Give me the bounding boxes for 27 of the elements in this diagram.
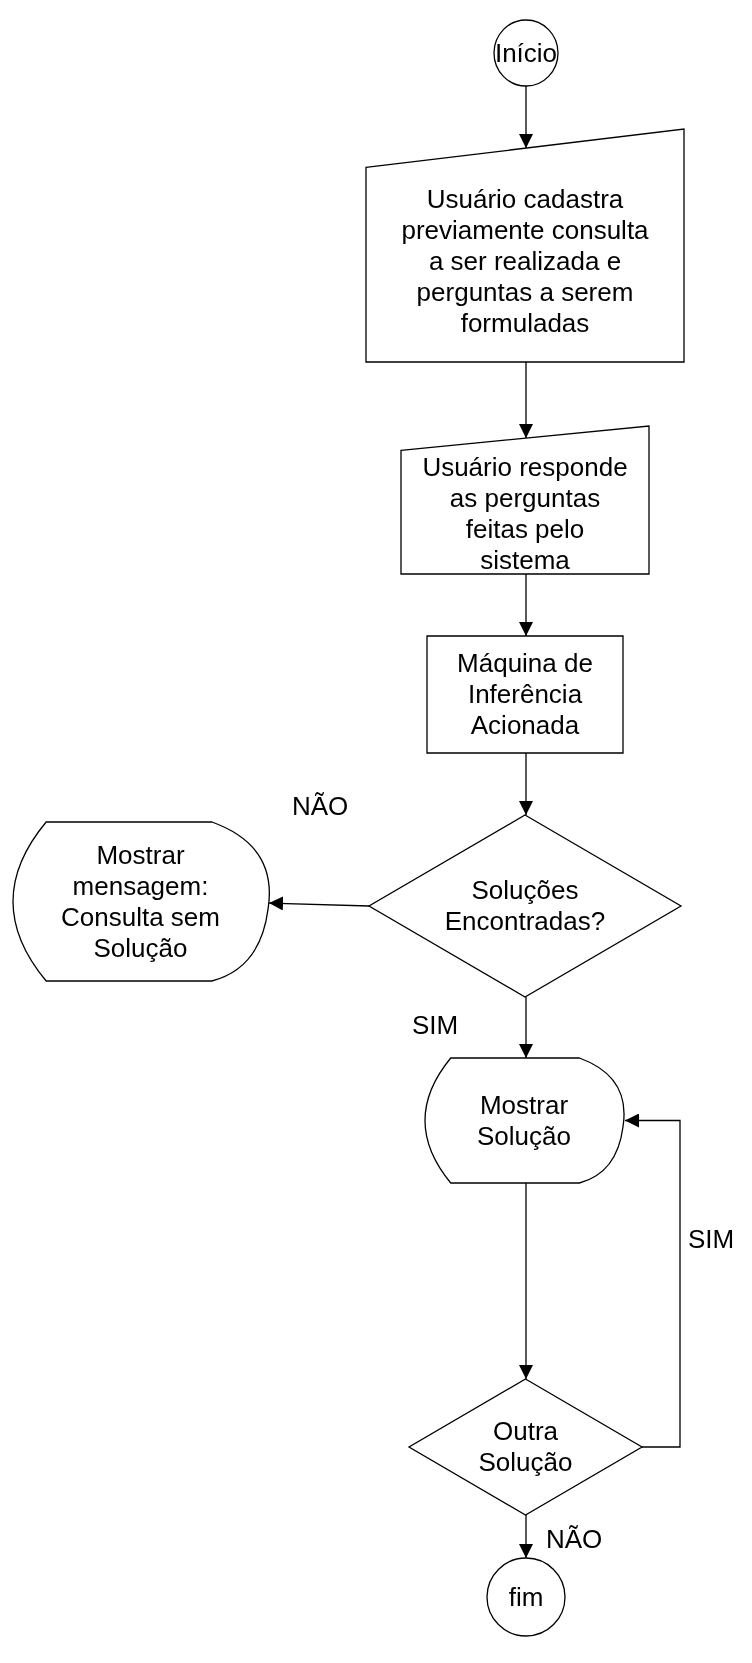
start-terminal — [494, 20, 558, 86]
node-text: Outra Solução — [477, 1416, 574, 1478]
process-box — [427, 636, 623, 753]
node-text: Mostrar Solução — [476, 1089, 572, 1152]
manual-input-box — [366, 129, 684, 362]
arrow — [624, 1113, 681, 1448]
end-terminal — [487, 1558, 565, 1636]
arrow — [519, 1182, 533, 1380]
manual-input-box — [401, 426, 649, 574]
node-text: Mostrar mensagem: Consulta sem Solução — [60, 839, 221, 964]
decision-diamond — [409, 1379, 642, 1515]
node-text: Usuário responde as perguntas feitas pelo sistema — [421, 452, 629, 576]
arrow — [519, 996, 533, 1059]
display-shape — [425, 1058, 623, 1183]
node-text: Soluções Encontradas? — [443, 875, 607, 937]
arrow — [519, 752, 533, 816]
arrow — [519, 85, 533, 149]
arrow — [519, 361, 533, 439]
node-text: Máquina de Inferência Acionada — [456, 648, 594, 741]
arrow — [519, 573, 533, 637]
node-text: fim — [508, 1581, 544, 1613]
arrow — [268, 896, 370, 911]
arrow — [519, 1514, 533, 1559]
node-text: Usuário cadastra previamente consulta a ser realizada e perguntas a serem formuladas — [400, 184, 650, 339]
decision-diamond — [369, 815, 681, 997]
display-shape — [13, 822, 268, 981]
node-text: Início — [494, 37, 558, 69]
